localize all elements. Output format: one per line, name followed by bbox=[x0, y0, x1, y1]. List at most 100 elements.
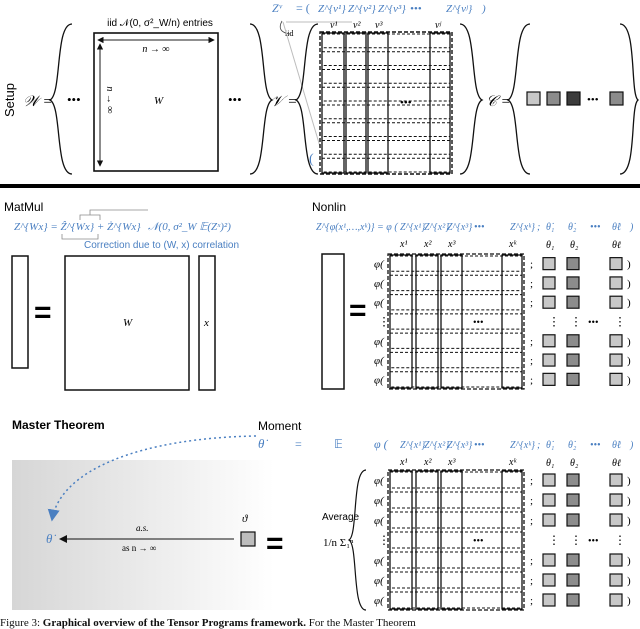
v-col-label: v² bbox=[353, 20, 361, 31]
theta-label: θ₁ bbox=[546, 240, 554, 251]
z-entry: Z^{x¹} bbox=[400, 222, 425, 233]
w-matrix-label: W bbox=[154, 95, 164, 107]
phi-open: φ( bbox=[374, 515, 385, 527]
z-entry: ; bbox=[537, 222, 540, 233]
z-entry: θ̇₂ bbox=[568, 440, 577, 451]
z-entry: ••• bbox=[474, 222, 485, 233]
v-column bbox=[429, 32, 451, 174]
z-entry: θ̇₁ bbox=[546, 222, 554, 233]
phi-hdots: ••• bbox=[473, 318, 484, 329]
phi-col-label: x² bbox=[423, 457, 432, 468]
theta-hdots: ••• bbox=[588, 318, 599, 329]
phi-col-label: x¹ bbox=[399, 239, 407, 250]
theta-square bbox=[609, 276, 623, 290]
v-grid-dots: ••• bbox=[400, 97, 412, 109]
theta-square bbox=[542, 573, 556, 587]
phi-semicolon: ; bbox=[530, 475, 533, 487]
phi-open: φ( bbox=[374, 355, 385, 367]
phi-col-label: x² bbox=[423, 239, 432, 250]
section-separator bbox=[0, 184, 640, 188]
theta-square bbox=[542, 334, 556, 348]
as-n-inf: as n → ∞ bbox=[122, 543, 156, 553]
phi-col-label: x³ bbox=[447, 239, 456, 250]
theta-square bbox=[566, 473, 580, 487]
z-v-entries: Z^{v¹}Z^{v²}Z^{v³}•••Z^{vʲ}) bbox=[318, 3, 486, 15]
phi-column bbox=[415, 254, 439, 389]
phi-semicolon: ; bbox=[530, 595, 533, 607]
z-entry: ••• bbox=[590, 440, 601, 451]
phi-close: ) bbox=[627, 495, 631, 507]
theta-label: θ₂ bbox=[570, 458, 579, 469]
theta-square bbox=[542, 276, 556, 290]
theta-square bbox=[609, 573, 623, 587]
theta-vdots: ⋮ bbox=[614, 533, 626, 547]
phi-semicolon: ; bbox=[530, 374, 533, 386]
phi-open: φ( bbox=[374, 575, 385, 587]
phi-semicolon: ; bbox=[530, 515, 533, 527]
n-inf-vertical: n → ∞ bbox=[104, 86, 115, 113]
z-entry: θ̇₁ bbox=[546, 440, 554, 451]
phi-grid-outline bbox=[387, 253, 525, 390]
phi-vdots: ⋮ bbox=[378, 315, 390, 329]
c-set-label: 𝒞 = bbox=[486, 94, 511, 110]
phi-close: ) bbox=[627, 259, 631, 271]
phi-row bbox=[389, 313, 523, 330]
phi-close: ) bbox=[627, 575, 631, 587]
matmul-gaussian: 𝒩(0, σ²_W 𝔼(Zˣ)²) bbox=[148, 221, 231, 233]
theta-square bbox=[542, 257, 556, 271]
master-phi: φ ( bbox=[374, 437, 389, 451]
theta-square bbox=[542, 473, 556, 487]
phi-semicolon: ; bbox=[530, 278, 533, 290]
matmul-correction: Correction due to (W, x) correlation bbox=[84, 240, 239, 251]
z-entry: θ̇₂ bbox=[568, 222, 577, 233]
entries-label: iid 𝒩(0, σ²_W/n) entries bbox=[107, 18, 213, 29]
phi-column bbox=[501, 254, 523, 389]
phi-open: φ( bbox=[374, 555, 385, 567]
phi-row bbox=[389, 332, 523, 349]
theta-square bbox=[566, 553, 580, 567]
phi-semicolon: ; bbox=[530, 575, 533, 587]
phi-row bbox=[389, 371, 523, 388]
z-entry: ) bbox=[629, 222, 634, 233]
master-title: Master Theorem bbox=[12, 418, 105, 432]
theta-square bbox=[542, 593, 556, 607]
matmul-x-vector bbox=[198, 255, 216, 391]
phi-col-label: x³ bbox=[447, 457, 456, 468]
theta-square bbox=[566, 276, 580, 290]
v-column bbox=[321, 32, 345, 174]
matmul-formula: Z^{Wx} = Ẑ^{Wx} + Ż^{Wx} bbox=[14, 221, 141, 233]
phi-close: ) bbox=[627, 555, 631, 567]
theta-label: θ₁ bbox=[546, 458, 554, 469]
moment-label: Moment bbox=[258, 419, 302, 433]
phi-close: ) bbox=[627, 374, 631, 386]
theta-square bbox=[566, 593, 580, 607]
phi-semicolon: ; bbox=[530, 259, 533, 271]
z-entry: Z^{xᵏ} bbox=[510, 440, 535, 451]
matmul-output-vector bbox=[11, 255, 29, 369]
phi-semicolon: ; bbox=[530, 555, 533, 567]
phi-close: ) bbox=[627, 336, 631, 348]
phi-open: φ( bbox=[374, 475, 385, 487]
nonlin-output-vector bbox=[321, 253, 345, 390]
z-entry: Z^{x²} bbox=[424, 440, 449, 451]
theta-square bbox=[609, 473, 623, 487]
theta-square bbox=[542, 353, 556, 367]
moment-curve-arrow bbox=[47, 435, 257, 522]
theta-square bbox=[609, 334, 623, 348]
theta-square bbox=[542, 295, 556, 309]
theta-square bbox=[566, 257, 580, 271]
v-col-label: v³ bbox=[375, 20, 383, 31]
phi-row bbox=[389, 294, 523, 311]
theta-square bbox=[609, 593, 623, 607]
theta-square bbox=[542, 553, 556, 567]
theta-square bbox=[609, 257, 623, 271]
theta-vdots: ⋮ bbox=[548, 315, 560, 329]
phi-row bbox=[389, 571, 523, 589]
theta-square bbox=[566, 513, 580, 527]
z-entry: ••• bbox=[474, 440, 485, 451]
matmul-x-label: x bbox=[203, 317, 209, 329]
phi-col-label: xᵏ bbox=[508, 239, 517, 250]
theta-square bbox=[609, 553, 623, 567]
theta-square bbox=[542, 493, 556, 507]
